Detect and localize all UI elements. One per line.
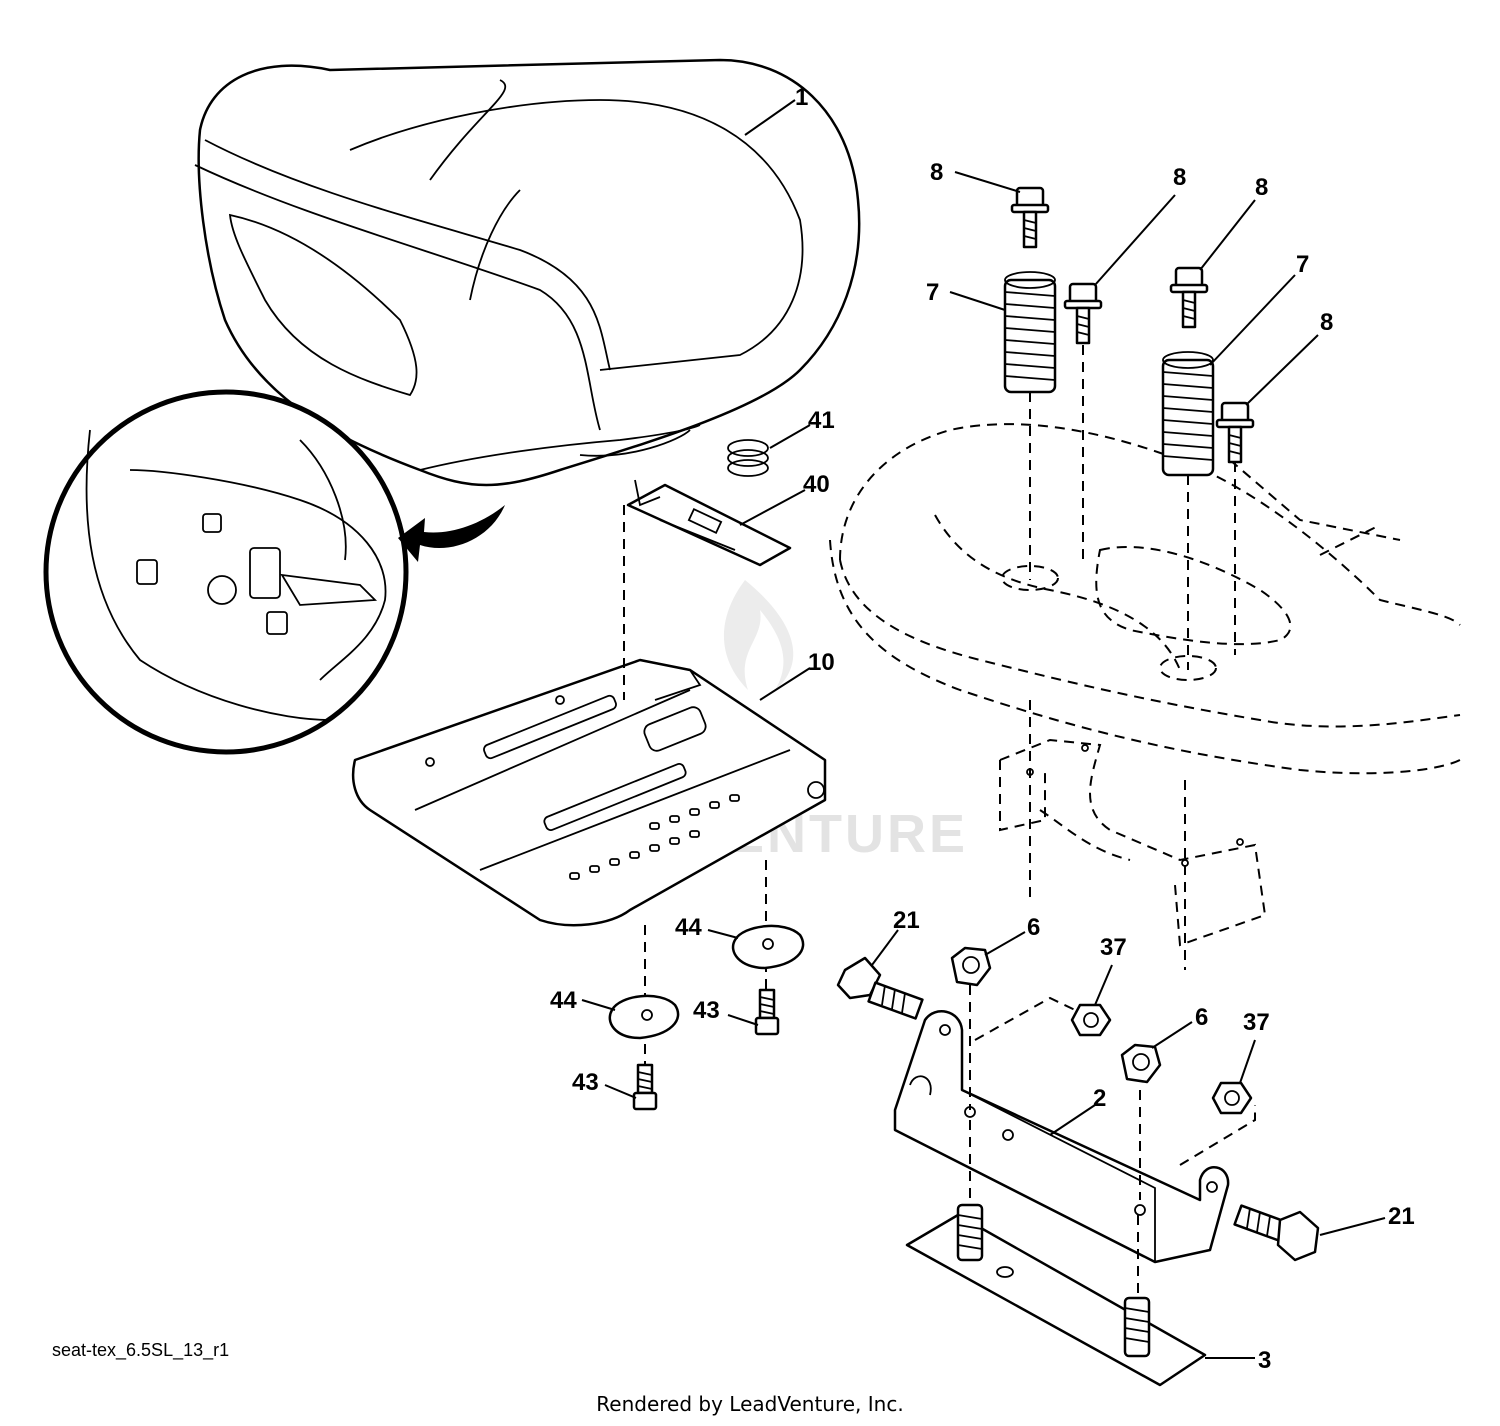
callout-21-right: 21 [1319, 1203, 1415, 1236]
svg-text:41: 41 [808, 407, 835, 434]
detail-arrow [398, 505, 505, 562]
callout-7-left: 7 [926, 279, 1006, 311]
svg-text:7: 7 [1296, 251, 1309, 278]
svg-text:40: 40 [803, 471, 830, 498]
callout-37-left: 37 [1094, 934, 1127, 1006]
plate [905, 1203, 1207, 1387]
svg-text:3: 3 [1258, 1347, 1271, 1374]
svg-text:44: 44 [675, 914, 702, 941]
callout-8-1: 8 [930, 159, 1021, 193]
svg-text:8: 8 [930, 159, 943, 186]
svg-text:7: 7 [926, 279, 939, 306]
small-spring [727, 439, 769, 477]
svg-text:21: 21 [893, 907, 920, 934]
callout-41: 41 [769, 407, 835, 449]
nut-6-left [950, 946, 992, 987]
callout-6-right: 6 [1151, 1004, 1208, 1049]
spring-right [1161, 351, 1215, 477]
nut-6-right [1120, 1043, 1162, 1084]
svg-text:37: 37 [1100, 934, 1127, 961]
flame-logo-watermark [723, 580, 794, 690]
svg-text:44: 44 [550, 987, 577, 1014]
callout-10: 10 [759, 649, 835, 701]
bolt-3 [1169, 266, 1209, 329]
svg-text:8: 8 [1173, 164, 1186, 191]
callout-8-2: 8 [1094, 164, 1186, 286]
callout-21-left: 21 [871, 907, 920, 966]
svg-text:2: 2 [1093, 1085, 1106, 1112]
diagram-id: seat-tex_6.5SL_13_r1 [52, 1340, 230, 1360]
callout-6-left: 6 [984, 914, 1040, 956]
callout-43-right: 43 [693, 997, 759, 1026]
bolt-21-left [836, 956, 924, 1020]
callout-44-left: 44 [550, 987, 616, 1014]
callout-8-3: 8 [1199, 174, 1268, 271]
seat-pan-slots [569, 794, 740, 880]
callout-40: 40 [739, 471, 830, 526]
bolt-21-right [1233, 1204, 1320, 1262]
bracket [893, 1010, 1230, 1264]
nut-37-right [1211, 1081, 1253, 1115]
svg-text:10: 10 [808, 649, 835, 676]
callout-43-left: 43 [572, 1069, 637, 1099]
detail-view-circle [43, 389, 409, 755]
callout-8-4: 8 [1245, 309, 1333, 406]
callout-37-right: 37 [1239, 1009, 1270, 1084]
latch [626, 479, 792, 567]
washer-right [731, 924, 805, 970]
svg-text:8: 8 [1320, 309, 1333, 336]
callout-7-right: 7 [1209, 251, 1309, 366]
bracket-dash-3 [1179, 1105, 1256, 1166]
svg-text:6: 6 [1195, 1004, 1208, 1031]
fender-outline [829, 423, 1461, 775]
bolt-2 [1063, 282, 1103, 345]
bracket-dash-1 [974, 996, 1076, 1041]
svg-text:1: 1 [795, 84, 808, 111]
nut-37-left [1070, 1003, 1112, 1037]
svg-text:21: 21 [1388, 1203, 1415, 1230]
spring-left [1003, 271, 1057, 394]
svg-text:43: 43 [572, 1069, 599, 1096]
screw-right [754, 988, 780, 1036]
washer-left [608, 994, 680, 1040]
callout-3: 3 [1205, 1347, 1271, 1374]
screw-left [632, 1063, 658, 1111]
plate-stud-right [1123, 1296, 1151, 1358]
plate-stud-left [956, 1203, 984, 1262]
credit-line: Rendered by LeadVenture, Inc. [596, 1392, 904, 1416]
callout-44-right: 44 [675, 914, 739, 941]
svg-text:37: 37 [1243, 1009, 1270, 1036]
bolt-1 [1010, 186, 1050, 249]
callout-2: 2 [1049, 1085, 1106, 1136]
svg-text:43: 43 [693, 997, 720, 1024]
callout-1: 1 [744, 84, 808, 136]
seat [194, 58, 861, 487]
seat-pan [351, 658, 827, 927]
bolt-4 [1215, 401, 1255, 464]
svg-text:6: 6 [1027, 914, 1040, 941]
svg-text:8: 8 [1255, 174, 1268, 201]
